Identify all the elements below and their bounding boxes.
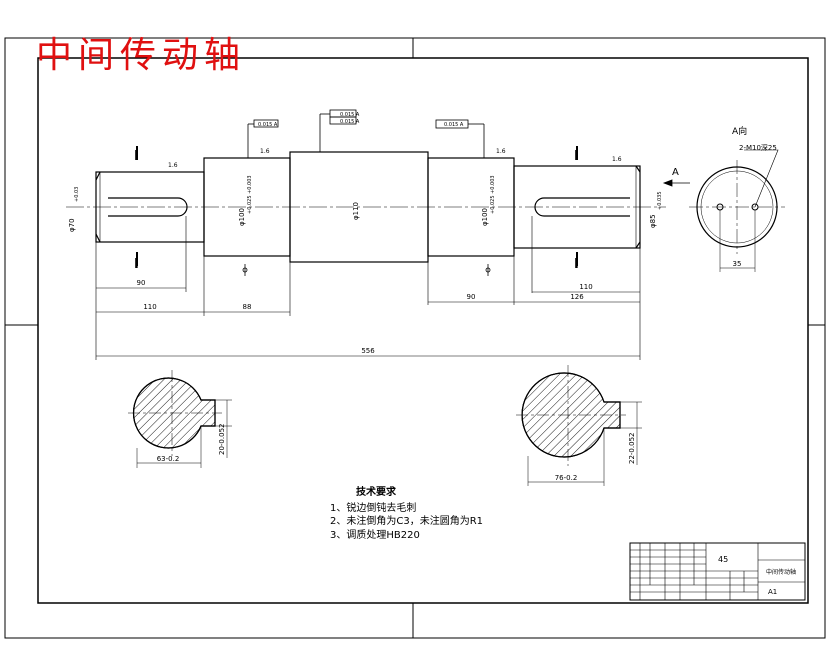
end-view: [689, 149, 785, 272]
roughness-3: 1.6: [496, 148, 506, 155]
gdt-center-1: 0.015 A: [340, 112, 360, 118]
outer-frame: [4, 37, 826, 639]
drawing-title: 中间传动轴: [36, 35, 247, 76]
title-block-sheet-size: A1: [768, 588, 777, 596]
roughness-4: 1.6: [612, 156, 622, 163]
dia-85: φ85: [649, 214, 657, 228]
gdt-text: 0.015 A 0.015 A 0.015 A 0.015 A: [258, 112, 464, 128]
title-block-part-name: 中间传动轴: [766, 568, 796, 576]
dim-sec1-width: 20-0.052: [218, 424, 226, 455]
dimension-lines: [95, 216, 641, 360]
dim-overall: 556: [361, 347, 375, 355]
section-mark-2: I: [134, 257, 139, 272]
gdt-callouts: [242, 109, 491, 276]
gdt-right-bearing: 0.015 A: [444, 122, 464, 128]
dia-110: φ110: [352, 202, 360, 220]
thread-callout: 2-M10深25: [739, 143, 777, 152]
dia-70: φ70: [68, 218, 76, 232]
section-view-1: [128, 370, 232, 468]
tech-requirements: 技术要求 1、锐边倒钝去毛刺 2、未注倒角为C3，未注圆角为R1 3、调质处理H…: [330, 486, 483, 542]
dim-seg-right: 126: [570, 293, 584, 301]
dia-100-left: φ100: [238, 208, 246, 226]
gdt-center-2: 0.015 A: [340, 119, 360, 125]
section-mark-4: I: [574, 257, 579, 272]
dia-100-right: φ100: [481, 208, 489, 226]
section-mark-1: I: [134, 149, 139, 164]
roughness-2: 1.6: [260, 148, 270, 155]
end-view-title: A向: [732, 125, 747, 137]
roughness-marks: 1.6 1.6 1.6 1.6: [168, 148, 622, 169]
dim-sec2-width: 22-0.052: [628, 433, 636, 464]
roughness-1: 1.6: [168, 162, 178, 169]
dim-seg-mid-right: 90: [467, 293, 476, 301]
section-lines: [136, 146, 578, 266]
dim-seg-mid-left: 88: [243, 303, 252, 311]
dim-sec1-depth: 63-0.2: [157, 455, 180, 463]
dia-70-tol: +0.03: [74, 187, 80, 202]
dim-key-right: 110: [579, 283, 592, 291]
tech-requirement-item: 3、调质处理HB220: [330, 529, 420, 541]
dia-100-left-tol: +0.025 +0.003: [247, 175, 253, 214]
dim-key-left: 90: [137, 279, 146, 287]
dia-85-tol: +0.035: [657, 191, 663, 210]
dia-100-right-tol: +0.025 +0.003: [490, 175, 496, 214]
tech-requirements-heading: 技术要求: [356, 487, 396, 498]
tech-requirement-item: 2、未注倒角为C3，未注圆角为R1: [330, 516, 484, 527]
dimension-text: 90 110 88 110 90 126 556: [137, 279, 593, 355]
shaft-main-view: [66, 151, 666, 263]
title-block: [629, 542, 806, 601]
section-view-2: [516, 365, 642, 486]
diameter-labels: φ70 +0.03 φ100 +0.025 +0.003 φ110 φ100 +…: [68, 175, 663, 232]
section-mark-3: I: [574, 149, 579, 164]
section-labels: I I I I: [134, 149, 579, 272]
dim-sec2-depth: 76-0.2: [555, 474, 578, 482]
view-arrow: [662, 179, 690, 187]
dim-seg-left: 110: [143, 303, 156, 311]
view-arrow-label: A: [672, 167, 679, 178]
title-block-material: 45: [718, 555, 728, 564]
gdt-left-bearing: 0.015 A: [258, 122, 278, 128]
dim-end-spacing: 35: [733, 260, 742, 268]
tech-requirement-item: 1、锐边倒钝去毛刺: [330, 502, 417, 514]
